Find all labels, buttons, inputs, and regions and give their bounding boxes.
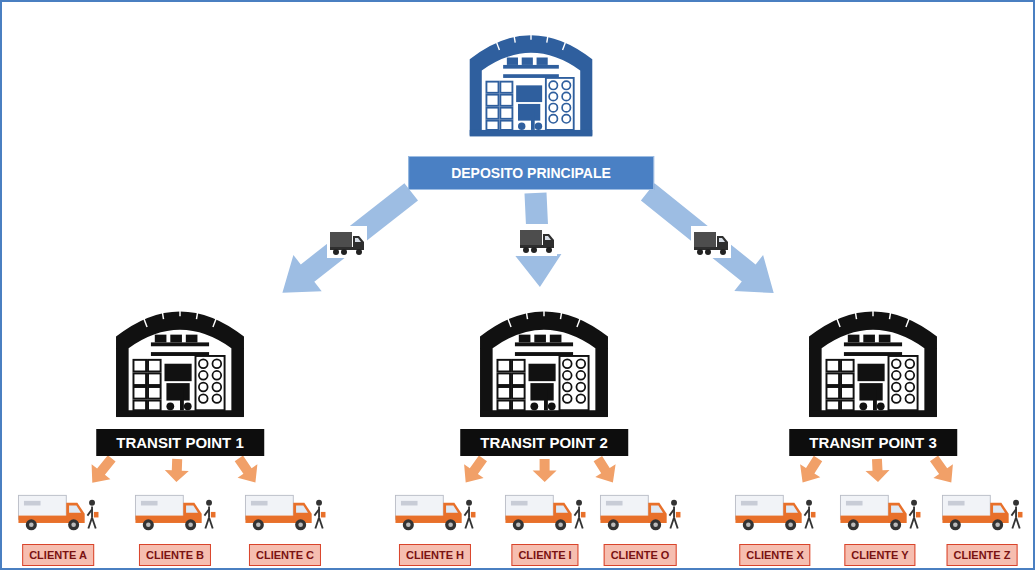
delivery-arrow bbox=[165, 459, 189, 482]
delivery-arrow bbox=[594, 456, 616, 483]
node-label: CLIENTE B bbox=[146, 549, 204, 561]
van-icons bbox=[18, 495, 1022, 530]
client: CLIENTE Z bbox=[938, 485, 1026, 566]
supply-arrow bbox=[515, 193, 561, 288]
client: CLIENTE A bbox=[14, 485, 102, 566]
client: CLIENTE O bbox=[596, 485, 684, 566]
client: CLIENTE C bbox=[241, 485, 329, 566]
delivery-arrow bbox=[533, 459, 557, 482]
warehouse-icon bbox=[809, 299, 937, 417]
label-box: CLIENTE I bbox=[511, 544, 578, 566]
node-label: CLIENTE Y bbox=[851, 549, 908, 561]
transit-point: TRANSIT POINT 3 bbox=[776, 290, 970, 456]
label-box: CLIENTE O bbox=[604, 544, 677, 566]
label-box: CLIENTE X bbox=[739, 544, 810, 566]
delivery-arrow bbox=[235, 456, 258, 483]
delivery-arrow bbox=[800, 456, 822, 483]
client: CLIENTE I bbox=[501, 485, 589, 566]
delivery-arrow bbox=[930, 456, 953, 483]
label-box: CLIENTE H bbox=[399, 544, 471, 566]
label-box: DEPOSITO PRINCIPALE bbox=[408, 156, 654, 190]
label-box: TRANSIT POINT 2 bbox=[460, 429, 628, 456]
client: CLIENTE B bbox=[131, 485, 219, 566]
transit-point: TRANSIT POINT 2 bbox=[436, 290, 652, 456]
warehouse-icon bbox=[116, 299, 244, 417]
node-label: CLIENTE C bbox=[256, 549, 314, 561]
label-box: CLIENTE Z bbox=[947, 544, 1018, 566]
node-label: CLIENTE I bbox=[518, 549, 571, 561]
supply-arrow bbox=[641, 183, 774, 293]
node-label: TRANSIT POINT 3 bbox=[809, 434, 937, 451]
node-label: CLIENTE H bbox=[406, 549, 464, 561]
delivery-arrow bbox=[92, 455, 116, 483]
node-label: CLIENTE A bbox=[29, 549, 87, 561]
supply-arrow bbox=[282, 183, 418, 293]
label-box: CLIENTE Y bbox=[844, 544, 915, 566]
truck-icon bbox=[517, 224, 557, 256]
truck-icon bbox=[691, 226, 731, 258]
node-label: CLIENTE X bbox=[746, 549, 803, 561]
transit-point: TRANSIT POINT 1 bbox=[80, 290, 280, 456]
delivery-arrow bbox=[464, 456, 487, 483]
truck-icon bbox=[327, 226, 367, 258]
client: CLIENTE X bbox=[731, 485, 819, 566]
label-box: CLIENTE C bbox=[249, 544, 321, 566]
warehouse-icon bbox=[480, 299, 608, 417]
node-label: CLIENTE O bbox=[611, 549, 670, 561]
node-label: TRANSIT POINT 2 bbox=[480, 434, 608, 451]
main-depot: DEPOSITO PRINCIPALE bbox=[405, 6, 657, 190]
client: CLIENTE H bbox=[391, 485, 479, 566]
label-box: CLIENTE B bbox=[139, 544, 211, 566]
warehouse-icon bbox=[470, 23, 593, 136]
label-box: TRANSIT POINT 1 bbox=[96, 429, 264, 456]
client: CLIENTE Y bbox=[836, 485, 924, 566]
node-label: DEPOSITO PRINCIPALE bbox=[451, 165, 611, 181]
node-label: CLIENTE Z bbox=[954, 549, 1011, 561]
node-label: TRANSIT POINT 1 bbox=[116, 434, 244, 451]
label-box: TRANSIT POINT 3 bbox=[789, 429, 957, 456]
delivery-arrow bbox=[866, 459, 890, 482]
label-box: CLIENTE A bbox=[22, 544, 94, 566]
